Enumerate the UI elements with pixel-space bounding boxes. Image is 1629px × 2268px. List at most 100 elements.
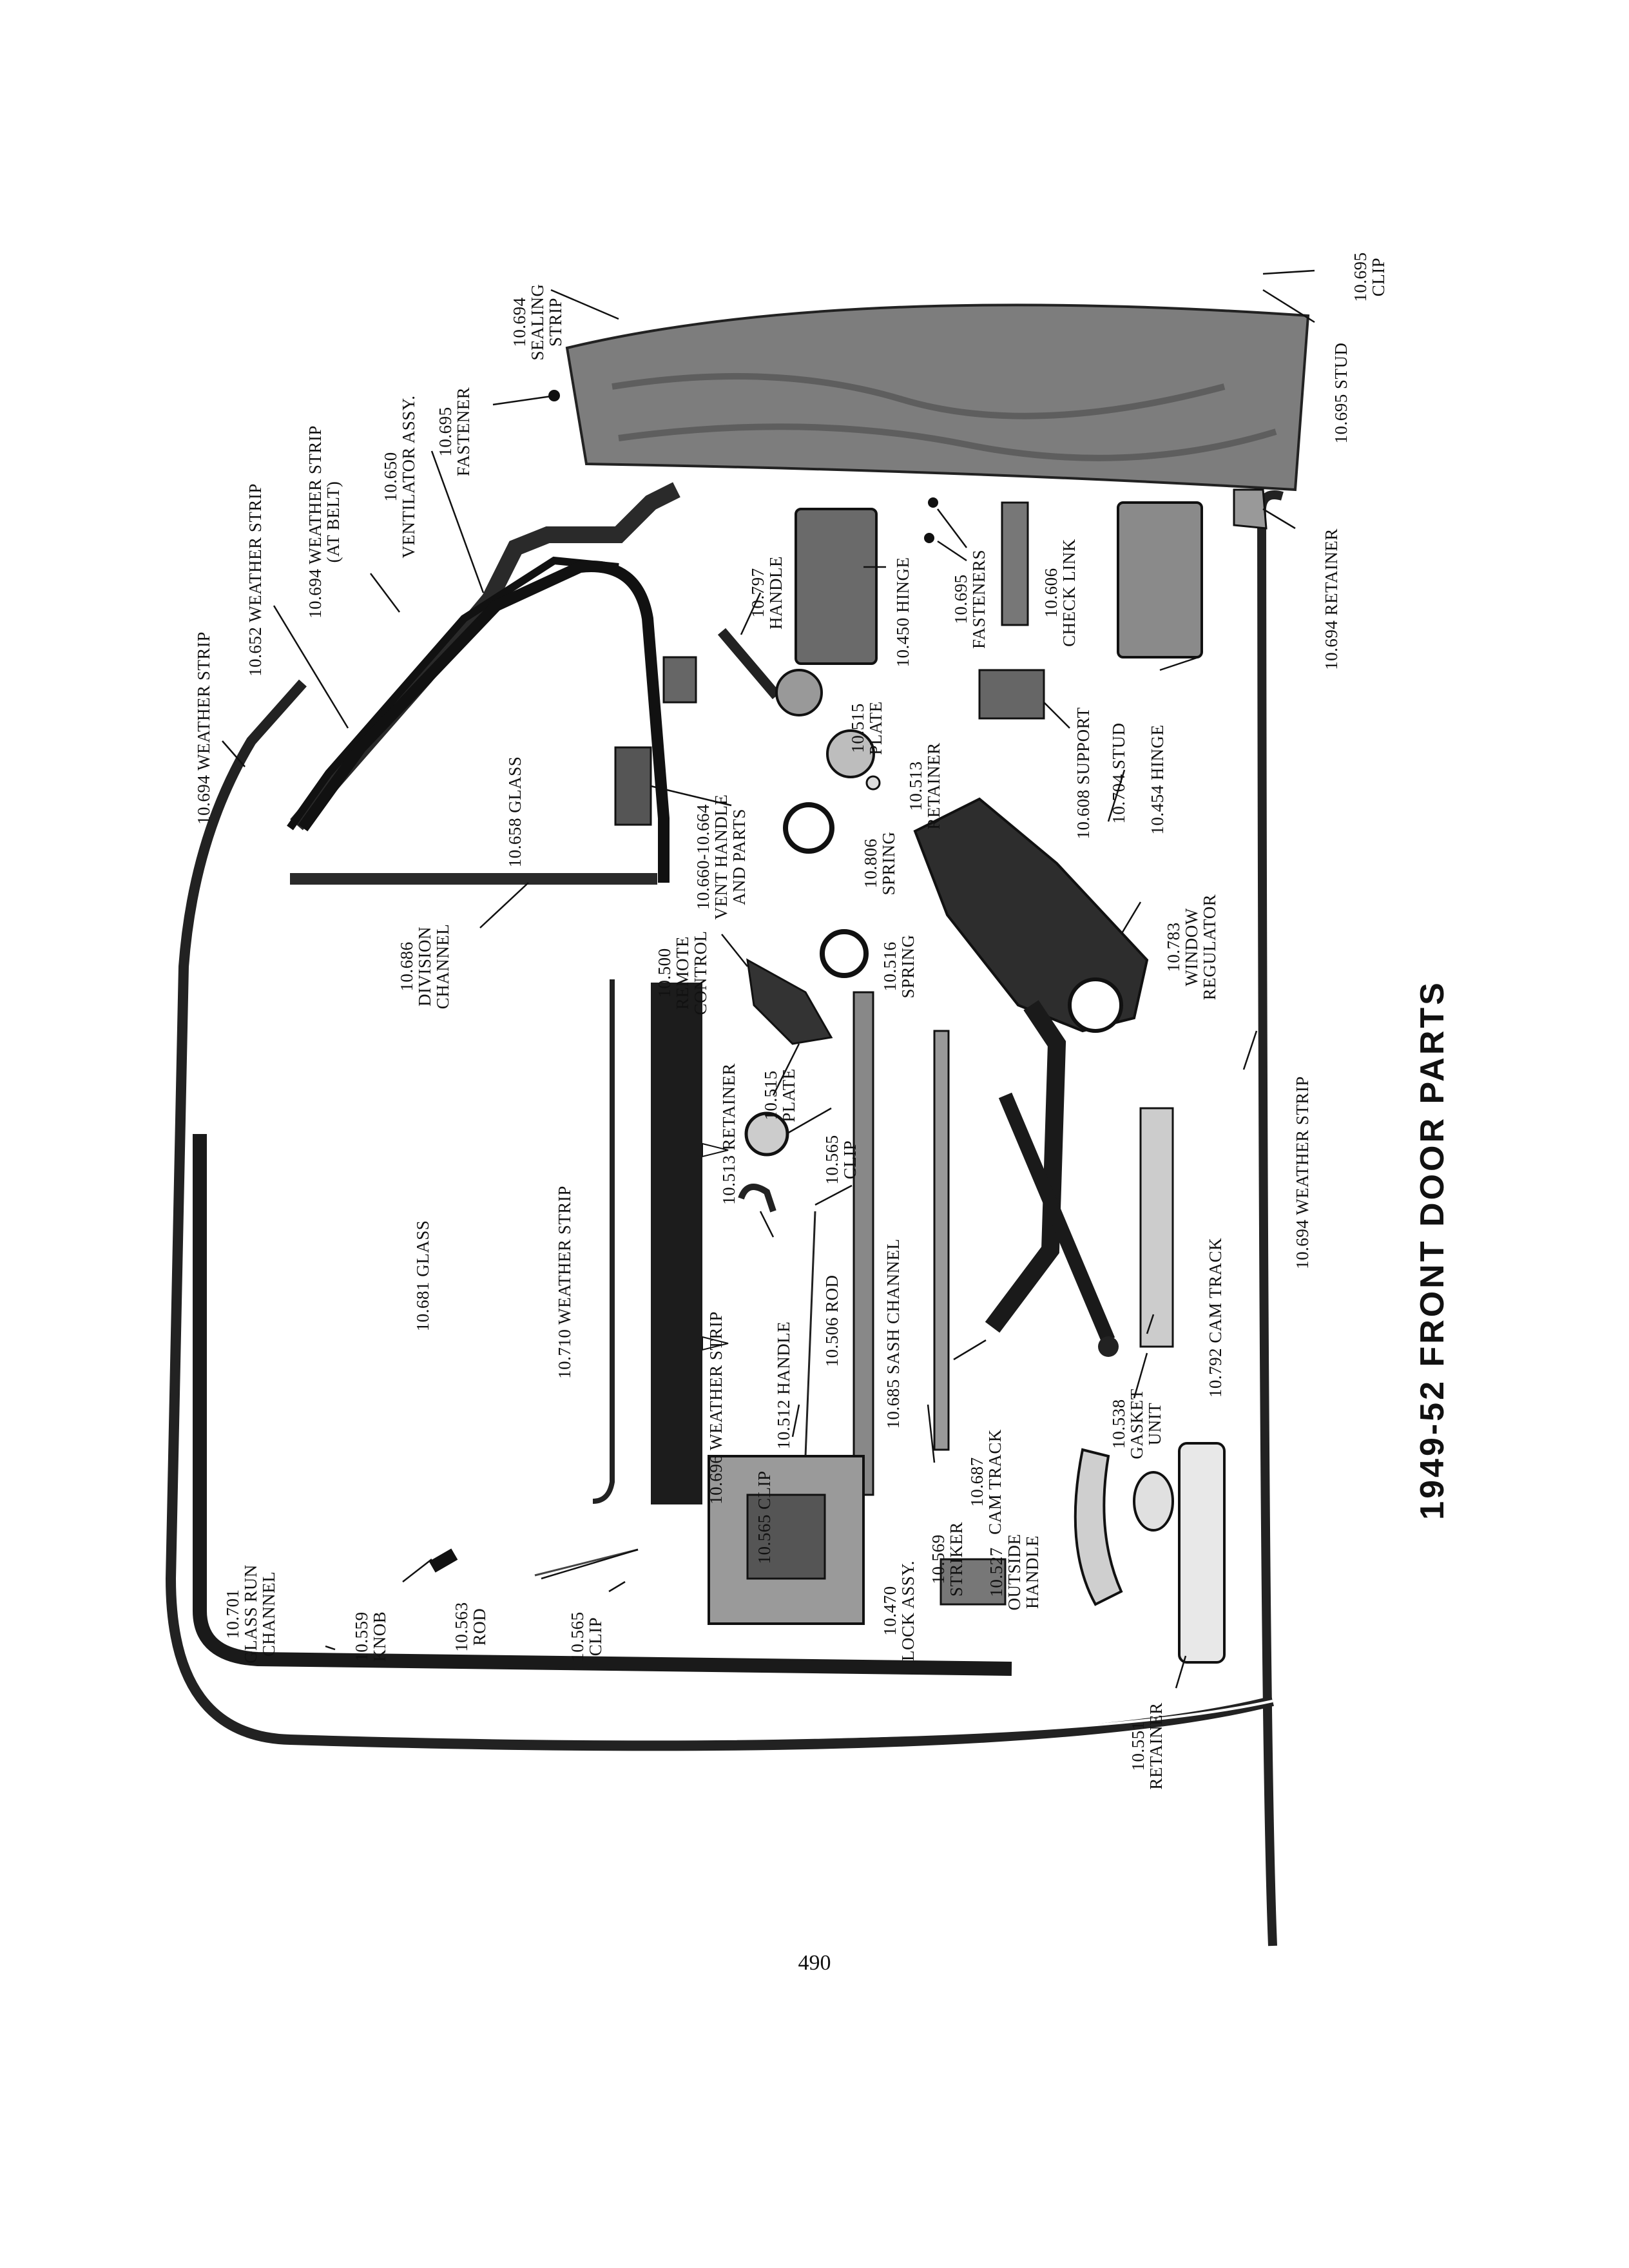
- callout-line: STRIKER: [947, 1522, 966, 1597]
- callout-label-lock-assy: 10.470LOCK ASSY.: [880, 1561, 918, 1661]
- callout-line: 10.694 WEATHER STRIP: [305, 425, 325, 619]
- weather-strip-652: [287, 556, 619, 831]
- callout-line: 10.652 WEATHER STRIP: [246, 483, 265, 677]
- inside-handle-knob: [775, 669, 823, 716]
- callout-line: 10.608 SUPPORT: [1074, 707, 1093, 840]
- callout-label-check-link: 10.606CHECK LINK: [1041, 539, 1079, 647]
- leader-lines: [222, 269, 1315, 1689]
- glass-run-channel: [193, 1134, 1012, 1676]
- callout-line: CHECK LINK: [1059, 539, 1079, 647]
- outside-handle-part: [1074, 1448, 1123, 1606]
- callout-line: 10.694 WEATHER STRIP: [194, 631, 213, 825]
- outer-weather-strip-bottom: [165, 679, 1274, 1751]
- outer-weather-strip: [1257, 490, 1284, 1946]
- callout-line: RETAINER: [1146, 1702, 1166, 1789]
- callout-line: 10.470: [880, 1586, 900, 1635]
- callout-line: REMOTE: [673, 936, 692, 1010]
- callout-line: 10.783: [1164, 922, 1183, 972]
- callout-line: CHANNEL: [259, 1571, 278, 1657]
- division-channel: [290, 873, 657, 885]
- callout-label-ws-694-top: 10.694 WEATHER STRIP: [194, 631, 213, 825]
- callout-line: AND PARTS: [729, 809, 749, 905]
- callout-label-ws-696: 10.696 WEATHER STRIP: [706, 1311, 726, 1504]
- callout-line: DIVISION: [415, 927, 434, 1006]
- callout-label-outside-handle: 10.527OUTSIDEHANDLE: [987, 1534, 1042, 1611]
- callout-label-knob: 10.559KNOB: [352, 1611, 389, 1662]
- outer-weather-strip-bottom-inner: [178, 688, 1273, 1740]
- inside-handle-797: [717, 628, 781, 700]
- callout-line: 10.695: [436, 407, 455, 456]
- callout-line: KNOB: [370, 1611, 389, 1662]
- retainer-694-part: [1233, 488, 1268, 530]
- callout-line: ROD: [470, 1608, 489, 1646]
- callout-line: SEALING: [528, 284, 547, 361]
- callout-label-ws-652: 10.652 WEATHER STRIP: [246, 483, 265, 677]
- callout-line: 10.454 HINGE: [1148, 725, 1167, 835]
- plate-515-top-part: [826, 729, 875, 778]
- callout-label-fasteners-695: 10.695FASTENERS: [951, 550, 988, 649]
- callout-line: CONTROL: [691, 931, 710, 1015]
- rod-506-part: [804, 1211, 816, 1457]
- window-regulator-part: [913, 797, 1149, 1033]
- callout-label-hinge-450: 10.450 HINGE: [893, 557, 912, 668]
- callout-label-gasket-unit: 10.538GASKETUNIT: [1109, 1389, 1164, 1459]
- rod-563-part: [534, 1548, 639, 1577]
- callout-line: 10.797: [748, 568, 767, 617]
- callout-label-striker: 10.569STRIKER: [929, 1522, 966, 1597]
- callout-line: 10.792 CAM TRACK: [1206, 1238, 1225, 1398]
- ventilator-assy: [298, 561, 670, 883]
- striker-part: [940, 1558, 1007, 1606]
- callout-label-cam-track-792: 10.792 CAM TRACK: [1206, 1238, 1225, 1398]
- regulator-roller: [1098, 1336, 1119, 1357]
- regulator-arm-2: [998, 1092, 1115, 1343]
- callout-line: 10.551: [1128, 1721, 1148, 1771]
- fastener-dot-1: [548, 390, 560, 401]
- hinge-454: [1117, 501, 1203, 658]
- callout-label-glass-658: 10.658 GLASS: [505, 756, 525, 868]
- sealing-strip-panel: [565, 303, 1310, 492]
- page-number: 490: [798, 1951, 831, 1975]
- callout-line: CLIP: [840, 1140, 860, 1180]
- callout-line: 10.685 SASH CHANNEL: [883, 1238, 903, 1428]
- vent-handle-bracket: [662, 656, 697, 704]
- callout-line: 10.450 HINGE: [893, 557, 912, 668]
- callout-line: VENT HANDLE: [711, 794, 731, 920]
- callout-label-glass-run: 10.701GLASS RUNCHANNEL: [223, 1564, 278, 1664]
- callout-line: 10.695 STUD: [1331, 342, 1351, 443]
- sash-channel-part: [853, 991, 874, 1496]
- callout-line: 10.650: [381, 452, 400, 501]
- callout-label-ws-belt: 10.694 WEATHER STRIP(AT BELT): [305, 425, 343, 619]
- callout-line: VENTILATOR ASSY.: [399, 395, 418, 558]
- callout-label-ws-694-bottom: 10.694 WEATHER STRIP: [1293, 1076, 1312, 1269]
- callout-label-glass-681: 10.681 GLASS: [413, 1220, 432, 1332]
- callout-label-ventilator: 10.650VENTILATOR ASSY.: [381, 395, 418, 558]
- fastener-dot-2: [928, 497, 938, 508]
- callout-line: 10.515: [761, 1070, 780, 1120]
- callout-line: 10.559: [352, 1611, 371, 1661]
- callout-line: 10.658 GLASS: [505, 756, 525, 868]
- callout-line: UNIT: [1145, 1403, 1164, 1445]
- callout-label-clip-695: 10.695CLIP: [1351, 252, 1388, 302]
- callout-label-support-608: 10.608 SUPPORT: [1074, 707, 1093, 840]
- callout-label-clip-565-low: 10.565 CLIP: [755, 1470, 774, 1564]
- gasket-unit-part: [1133, 1471, 1174, 1532]
- callout-line: RETAINER: [924, 742, 943, 829]
- callout-line: SPRING: [898, 934, 918, 998]
- callout-line: 10.565: [568, 1611, 587, 1661]
- spring-806-part: [783, 802, 834, 854]
- callout-line: 10.696 WEATHER STRIP: [706, 1311, 726, 1504]
- callout-line: OUTSIDE: [1005, 1534, 1024, 1611]
- callout-line: 10.694 WEATHER STRIP: [1293, 1076, 1312, 1269]
- callout-line: 10.695: [951, 574, 970, 624]
- callout-line: 10.704 STUD: [1109, 722, 1128, 823]
- callout-line: 10.516: [880, 941, 900, 991]
- check-link-part: [1001, 501, 1029, 626]
- glass-681-panel: [651, 983, 702, 1504]
- callout-label-retainer-694: 10.694 RETAINER: [1322, 528, 1341, 670]
- retainer-551-part: [1178, 1442, 1226, 1664]
- callout-label-rod-563: 10.563ROD: [452, 1602, 489, 1651]
- callout-label-retainer-513-top: 10.513RETAINER: [906, 742, 943, 829]
- callout-line: STRIP: [546, 298, 565, 347]
- callout-line: 10.660-10.664: [693, 804, 713, 910]
- callout-label-plate-515-mid: 10.515PLATE: [761, 1068, 798, 1122]
